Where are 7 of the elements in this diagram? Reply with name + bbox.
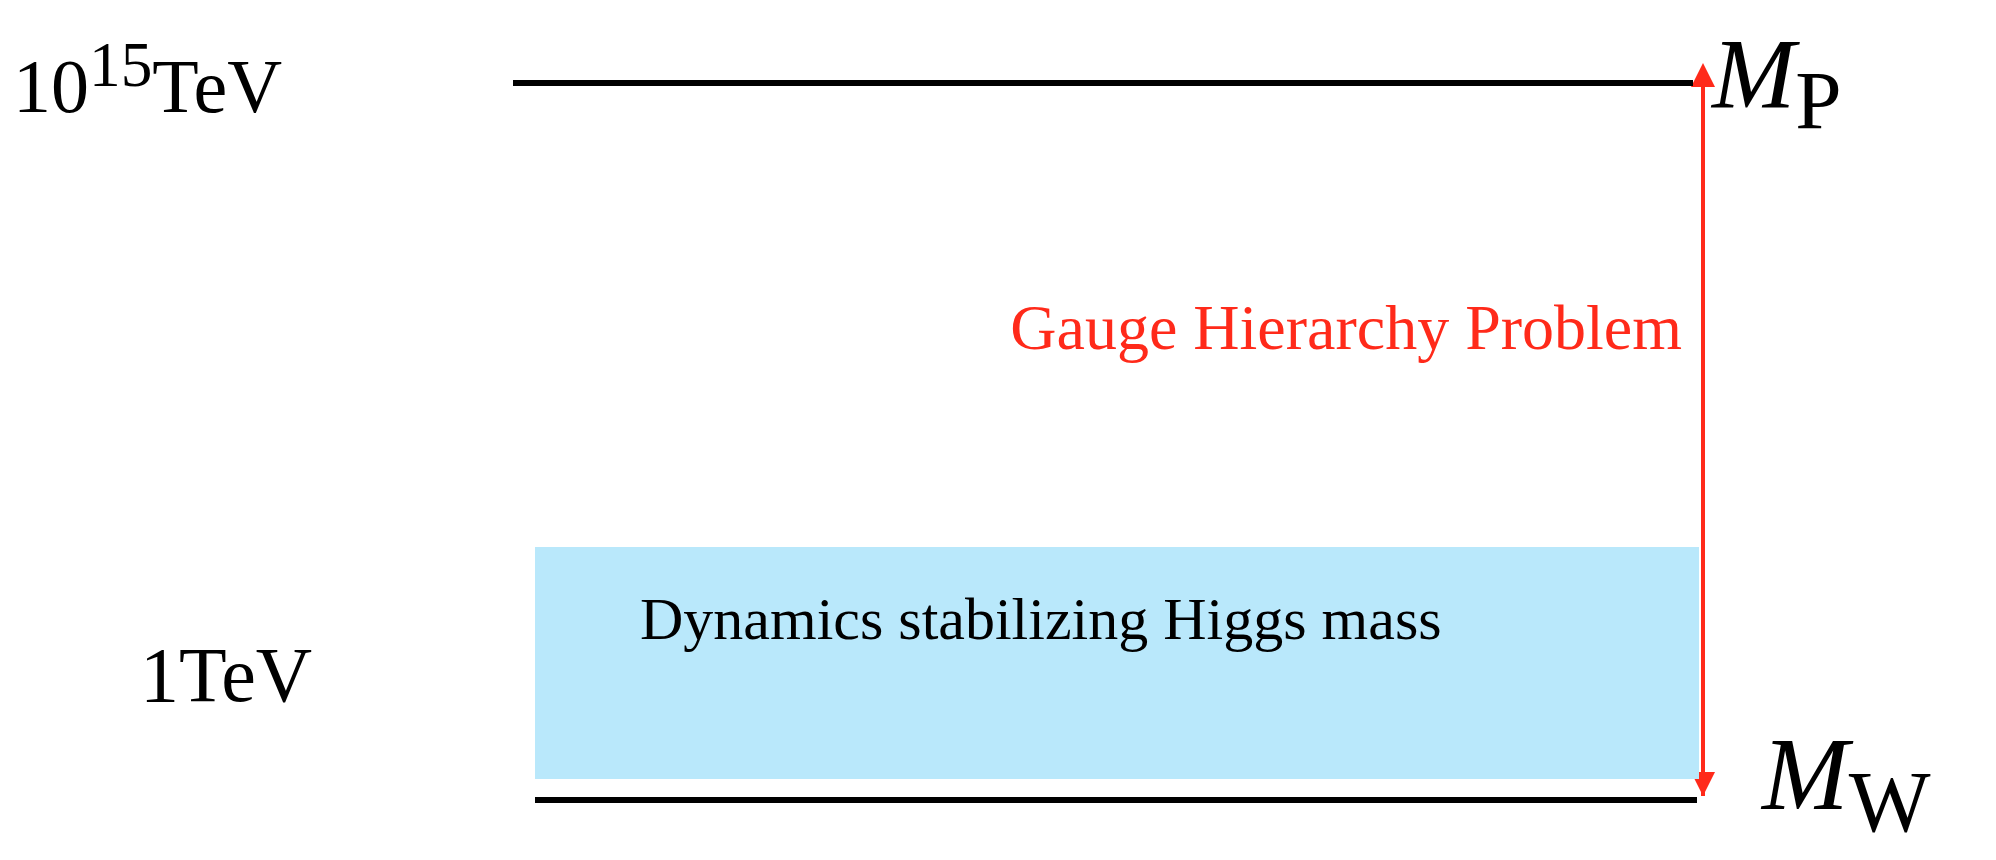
energy-label: 1TeV [140,636,313,714]
band [535,547,1699,779]
energy-label: 10$^{15}$TeV [13,34,283,125]
band-text: Dynamics stabilizing Higgs mass [640,585,1442,654]
scale-symbol: M$_{W}$ [1762,722,1931,846]
scale-symbol: M$_{P}$ [1712,24,1842,143]
double-arrow [1691,63,1715,796]
